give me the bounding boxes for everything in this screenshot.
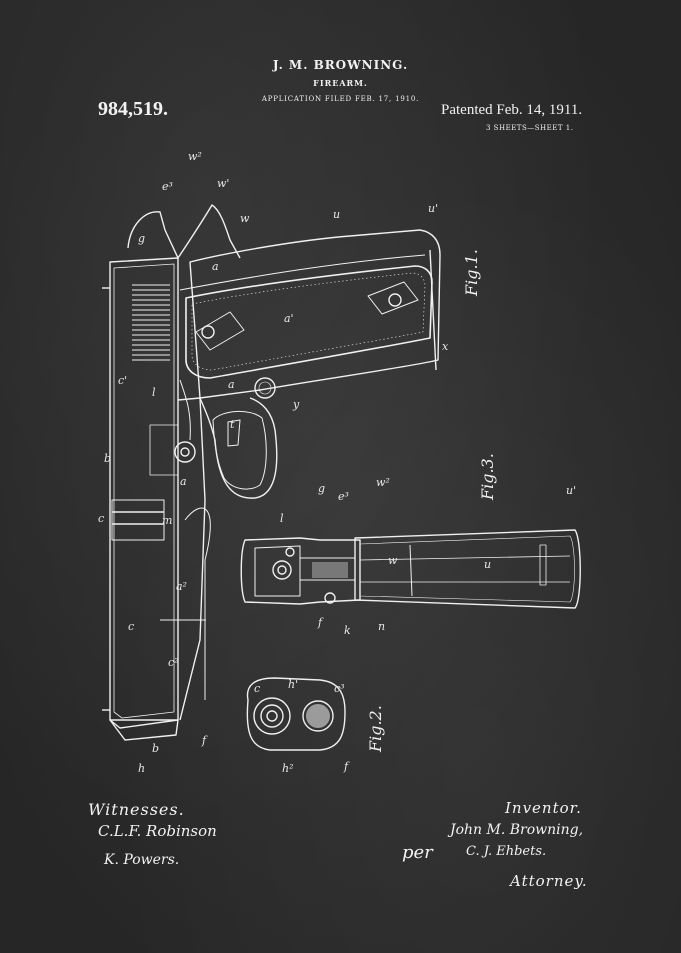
ref-x: x bbox=[442, 340, 449, 353]
ref-u1-fig3: u' bbox=[566, 484, 576, 497]
witness-signature-1: C.L.F. Robinson bbox=[98, 822, 217, 840]
fig2-muzzle-end-drawing bbox=[246, 677, 346, 751]
invention-title: FIREARM. bbox=[313, 78, 368, 88]
ref-c3-fig2: c³ bbox=[334, 682, 345, 695]
application-filed-date: APPLICATION FILED FEB. 17, 1910. bbox=[261, 95, 420, 103]
fig1-pistol-drawing bbox=[102, 204, 441, 741]
ref-w: w bbox=[240, 212, 250, 225]
ref-h2-fig2: h² bbox=[282, 762, 294, 775]
ref-f-fig2: f bbox=[343, 760, 350, 773]
ref-c2: c² bbox=[168, 656, 179, 669]
ref-g: g bbox=[138, 232, 145, 245]
fig2-label: Fig.2. bbox=[366, 705, 385, 752]
ref-h: h bbox=[138, 762, 145, 775]
ref-h1-fig2: h' bbox=[288, 678, 298, 691]
ref-n-fig3: n bbox=[378, 620, 385, 633]
ref-b-low: b bbox=[152, 742, 159, 755]
ref-z: l bbox=[280, 512, 284, 525]
fig3-top-view-drawing bbox=[240, 529, 581, 609]
ref-a-mid: a bbox=[228, 378, 235, 391]
ref-k-fig3: k bbox=[344, 624, 351, 637]
ref-y: y bbox=[292, 398, 300, 411]
ref-w2-fig3: w² bbox=[376, 476, 390, 489]
inventor-signature: John M. Browning, bbox=[450, 822, 584, 838]
ref-a-low: a bbox=[180, 475, 187, 488]
ref-f-fig3: f bbox=[317, 616, 324, 629]
ref-g-fig3: g bbox=[318, 482, 325, 495]
per-label: per bbox=[402, 842, 433, 863]
ref-c-2: c bbox=[128, 620, 134, 633]
patented-date: Patented Feb. 14, 1911. bbox=[441, 102, 583, 118]
ref-w2: w² bbox=[188, 150, 202, 163]
attorney-label: Attorney. bbox=[510, 872, 588, 890]
ref-w1: w' bbox=[217, 177, 229, 190]
ref-a-top: a bbox=[212, 260, 219, 273]
ref-u1: u' bbox=[428, 202, 438, 215]
ref-w-fig3: w bbox=[388, 554, 398, 567]
reference-letters: w² e³ w' g w u u' a' a x c' l a y t b c … bbox=[98, 150, 576, 775]
ref-m: m bbox=[162, 514, 172, 527]
ref-a2: a² bbox=[176, 580, 187, 593]
ref-l: l bbox=[152, 386, 156, 399]
patent-number: 984,519. bbox=[98, 98, 168, 120]
ref-c1: c' bbox=[118, 374, 127, 387]
inventor-label: Inventor. bbox=[505, 799, 582, 817]
ref-b: b bbox=[104, 452, 111, 465]
inventor-name: J. M. BROWNING. bbox=[272, 58, 409, 72]
ref-e3-fig3: e³ bbox=[338, 490, 349, 503]
fig1-label: Fig.1. bbox=[462, 249, 481, 296]
ref-c-1: c bbox=[98, 512, 104, 525]
sheet-count: 3 SHEETS—SHEET 1. bbox=[486, 124, 574, 132]
ref-e3: e³ bbox=[162, 180, 173, 193]
fig3-label: Fig.3. bbox=[478, 453, 497, 500]
attorney-signature: C. J. Ehbets. bbox=[466, 844, 547, 859]
ref-c-fig2: c bbox=[254, 682, 260, 695]
witness-signature-2: K. Powers. bbox=[104, 852, 180, 868]
ref-a1: a' bbox=[284, 312, 294, 325]
ref-t: t bbox=[230, 418, 235, 431]
ref-u-fig3: u bbox=[484, 558, 491, 571]
ref-u: u bbox=[333, 208, 340, 221]
witnesses-label: Witnesses. bbox=[88, 800, 185, 819]
ref-f: f bbox=[201, 734, 208, 747]
